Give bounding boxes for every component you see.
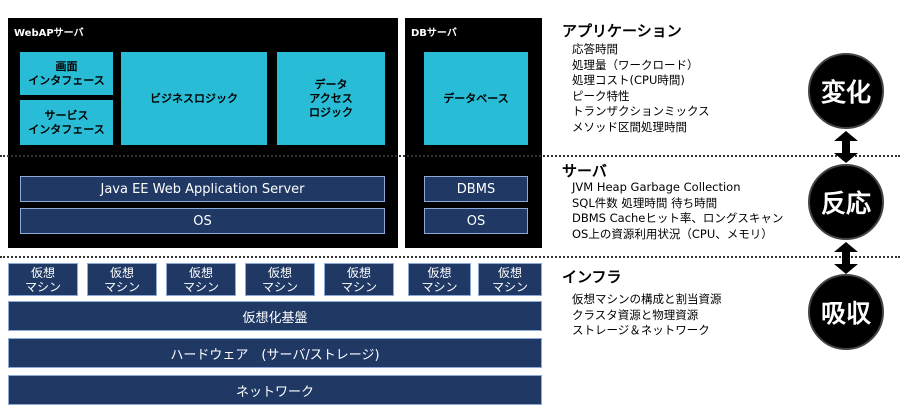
separator-line-2 — [0, 256, 900, 258]
app-server-layer: Java EE Web Application Server — [20, 176, 385, 202]
reaction-circle: 反応 — [808, 164, 884, 240]
network-layer: ネットワーク — [8, 375, 542, 405]
application-item: メソッド区間処理時間 — [572, 119, 687, 134]
infra-item: クラスタ資源と物理資源 — [572, 307, 699, 322]
double-arrow-icon — [834, 131, 858, 163]
infra-item: ストレージ＆ネットワーク — [572, 323, 710, 337]
application-item: 応答時間 — [572, 42, 618, 56]
server-item: OS上の資源利用状況（CPU、メモリ） — [572, 226, 773, 241]
application-item: ピーク特性 — [572, 88, 630, 103]
double-arrow-icon — [834, 242, 858, 274]
virtual-machine: 仮想 マシン — [8, 263, 78, 296]
virtual-machine: 仮想 マシン — [87, 263, 157, 296]
server-items: JVM Heap Garbage Collection SQL件数 処理時間 待… — [572, 180, 783, 242]
absorption-circle: 吸収 — [808, 274, 884, 350]
business-logic-block: ビジネスロジック — [121, 52, 267, 145]
data-access-logic-block: データ アクセス ロジック — [277, 52, 385, 145]
database-block: データベース — [424, 52, 528, 145]
virtual-machine: 仮想 マシン — [408, 263, 471, 296]
server-item: DBMS Cacheヒット率、ロングスキャン — [572, 211, 784, 225]
application-heading: アプリケーション — [562, 22, 682, 40]
server-item: SQL件数 処理時間 待ち時間 — [572, 195, 718, 210]
application-item: 処理コスト(CPU時間) — [572, 73, 685, 87]
application-item: トランザクションミックス — [572, 104, 710, 118]
virtual-machine: 仮想 マシン — [324, 263, 394, 296]
server-item: JVM Heap Garbage Collection — [572, 180, 741, 194]
change-circle: 変化 — [808, 53, 884, 129]
service-interface-block: サービス インタフェース — [20, 100, 113, 145]
virtual-machine: 仮想 マシン — [245, 263, 315, 296]
webap-server-title: WebAPサーバ — [14, 28, 84, 39]
infra-items: 仮想マシンの構成と割当資源 クラスタ資源と物理資源 ストレージ＆ネットワーク — [572, 292, 722, 339]
virtualization-layer: 仮想化基盤 — [8, 301, 542, 331]
webap-os-layer: OS — [20, 208, 385, 234]
hardware-layer: ハードウェア (サーバ/ストレージ) — [8, 338, 542, 368]
db-os-layer: OS — [424, 208, 528, 234]
application-item: 処理量（ワークロード） — [572, 57, 699, 72]
virtual-machine: 仮想 マシン — [478, 263, 542, 296]
screen-interface-block: 画面 インタフェース — [20, 52, 113, 95]
infra-heading: インフラ — [562, 268, 622, 286]
virtual-machine: 仮想 マシン — [166, 263, 236, 296]
dbms-layer: DBMS — [424, 176, 528, 202]
application-items: 応答時間 処理量（ワークロード） 処理コスト(CPU時間) ピーク特性 トランザ… — [572, 42, 710, 135]
infra-item: 仮想マシンの構成と割当資源 — [572, 292, 722, 306]
db-server-title: DBサーバ — [411, 28, 457, 39]
server-heading: サーバ — [562, 162, 607, 180]
separator-line-1 — [0, 155, 900, 157]
